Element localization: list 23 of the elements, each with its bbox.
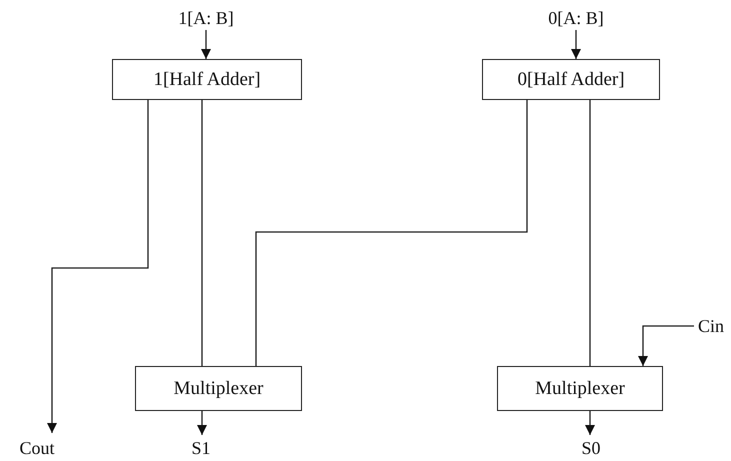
connector-line [255,100,528,366]
arrow [571,30,581,59]
block-label: Multiplexer [535,379,625,398]
arrow [638,325,694,366]
arrow [201,30,211,59]
signal-label: 1[A: B] [176,6,236,30]
signal-label: 0[A: B] [541,6,611,30]
connector-line [201,100,203,366]
block-label: 0[Half Adder] [517,70,625,89]
arrow [197,411,207,435]
block-box [497,366,663,411]
block-box [135,366,302,411]
block-label: Multiplexer [174,379,264,398]
signal-label: Cout [12,437,62,459]
signal-label: Cin [694,315,728,337]
signal-label: S1 [186,437,216,459]
arrow [47,100,149,433]
signal-label: S0 [576,437,606,459]
block-box [482,59,660,100]
connector-line [589,100,591,366]
block-label: 1[Half Adder] [153,70,261,89]
block-box [112,59,302,100]
arrow [585,411,595,435]
